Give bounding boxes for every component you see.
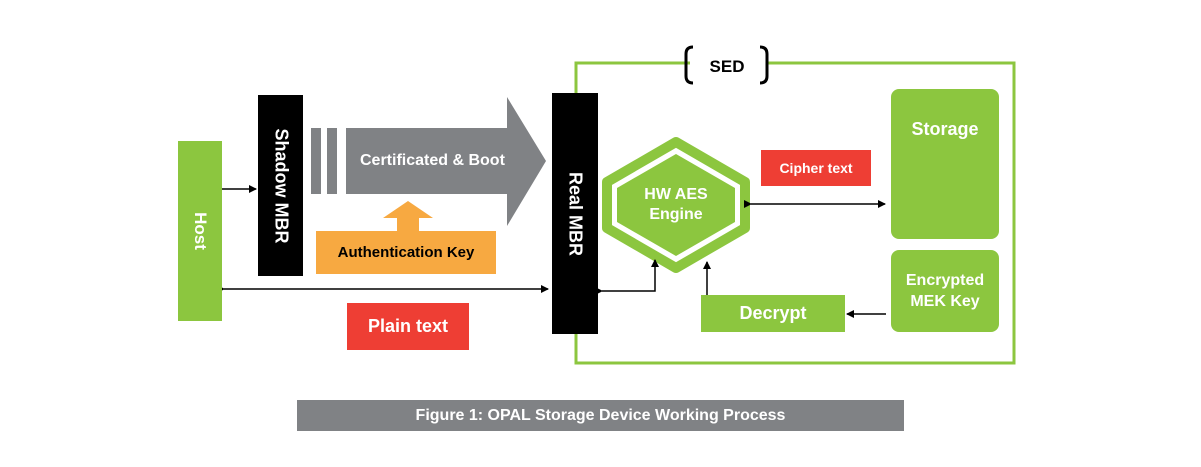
auth-key-up-arrow [383,201,433,231]
shadow-mbr-label: Shadow MBR [271,128,291,243]
encrypted-mek-key-box: Encrypted MEK Key [891,250,999,332]
certificated-boot-label: Certificated & Boot [360,152,505,169]
sed-label: SED [709,57,745,76]
authentication-key-box: Authentication Key [316,231,496,274]
sed-frame [574,61,1016,365]
decrypt-box: Decrypt [701,295,845,332]
storage-label: Storage [911,119,979,139]
shadow-mbr-box: Shadow MBR [258,95,303,276]
realmbr-hexagon-arrow [595,259,659,295]
cipher-text-box: Cipher text [761,150,871,186]
storage-box: Storage [891,89,999,239]
real-mbr-label: Real MBR [565,171,586,256]
figure-caption: Figure 1: OPAL Storage Device Working Pr… [297,400,904,431]
host-label: Host [191,212,210,250]
certificated-boot-arrow [311,97,546,226]
host-box: Host [178,141,222,321]
sed-bracket-left [684,45,694,85]
real-mbr-box: Real MBR [552,93,598,334]
sed-bracket-right [759,45,769,85]
plain-text-box: Plain text [347,303,469,350]
hw-aes-engine-label: HW AES Engine [644,186,708,223]
